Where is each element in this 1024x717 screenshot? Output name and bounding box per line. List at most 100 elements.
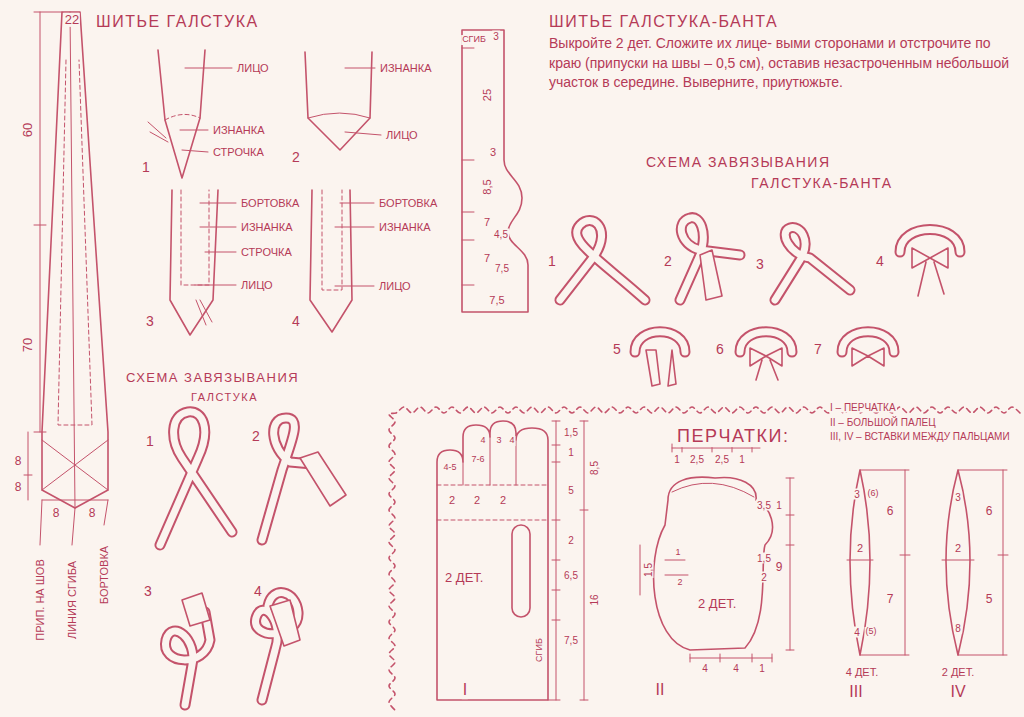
label-text: ЛИЦО [236, 62, 270, 74]
glove-piece [786, 478, 794, 650]
glove-piece [665, 560, 688, 575]
tie-pattern [34, 12, 62, 13]
sewing-figure [322, 190, 342, 290]
label-text: 1 [567, 447, 575, 458]
ribbon-drawing [740, 332, 792, 352]
section-heading: ПЕРЧАТКИ: [676, 427, 790, 447]
ribbon-drawing [262, 418, 312, 540]
label-text: 4 [508, 436, 515, 446]
label-text: 7,5 [494, 263, 510, 274]
tie-pattern [42, 440, 108, 490]
label-text: СТРОЧКА [240, 246, 293, 258]
label-text: 3 [495, 436, 502, 446]
section-heading: СХЕМА ЗАВЯЗЫВАНИЯ [125, 371, 300, 385]
ribbon-drawing [560, 220, 645, 300]
label-text: 60 [21, 122, 35, 138]
label-text: 2 [291, 150, 301, 165]
section-heading: ШИТЬЕ ГАЛСТУКА [95, 13, 260, 31]
section-border [389, 407, 1020, 710]
leader-line [195, 203, 236, 285]
label-text: 2 [663, 254, 673, 269]
label-text: ПРИП. НА ШОВ [34, 558, 46, 641]
ribbon-drawing [270, 600, 300, 646]
label-text: 1 [673, 454, 681, 465]
glove-piece [946, 470, 970, 655]
sewing-figure [158, 50, 205, 178]
label-text: 70 [21, 337, 35, 353]
leader-line [345, 68, 381, 135]
ribbon-drawing [680, 218, 740, 300]
ribbon-drawing [842, 332, 894, 352]
sewing-figure [165, 114, 200, 120]
leader-line [335, 203, 374, 286]
label-text: 1 [547, 254, 557, 269]
ribbon-drawing [775, 228, 850, 300]
label-text: 2 ДЕТ. [444, 571, 484, 585]
ribbon-drawing [635, 332, 685, 352]
glove-piece [672, 448, 760, 449]
glove-piece [860, 470, 910, 655]
label-text: 8,5 [589, 460, 600, 476]
glove-piece [690, 654, 772, 662]
label-text: 2 [676, 578, 683, 588]
label-text: 1,5 [643, 562, 654, 578]
label-text: I – ПЕРЧАТКА [829, 402, 897, 413]
ribbon-drawing [262, 418, 312, 540]
label-text: 6 [715, 342, 725, 357]
label-text: 2 [499, 494, 507, 506]
label-text: СТРОЧКА [212, 146, 265, 158]
sewing-figure [170, 190, 218, 335]
label-text: 2 [760, 572, 768, 583]
label-text: 25 [481, 88, 493, 102]
label-text: ЛИЦО [240, 279, 274, 291]
label-text: 1 [758, 663, 766, 674]
ribbon-drawing [900, 230, 960, 253]
label-text: 9 [775, 561, 784, 574]
label-text: 3 [145, 314, 155, 329]
section-heading: СХЕМА ЗАВЯЗЫВАНИЯ [645, 155, 832, 170]
label-text: III [848, 683, 863, 701]
label-text: 7-6 [470, 455, 485, 465]
label-text: 4 [291, 314, 301, 329]
sewing-figure [305, 52, 372, 150]
label-text: СГИБ [535, 637, 545, 663]
label-text: 2 ДЕТ. [697, 597, 737, 611]
label-text: 3 [143, 584, 153, 599]
sewing-figure [148, 50, 372, 335]
ribbon-drawing [750, 348, 782, 380]
label-text: 1,5 [563, 427, 579, 438]
glove-piece [958, 470, 1008, 655]
label-text: 1 [141, 160, 151, 175]
label-text: 2 [567, 535, 575, 546]
glove-piece [584, 421, 585, 700]
ribbon-drawing [912, 248, 948, 296]
leader-line [180, 68, 381, 286]
tie-pattern [42, 12, 108, 508]
label-text: 2 [954, 542, 962, 554]
label-text: 7,5 [488, 294, 505, 306]
tie-pattern [104, 500, 108, 525]
label-text: 7 [483, 216, 491, 228]
tie-pattern [34, 432, 46, 433]
ribbon-drawing [700, 250, 722, 300]
ribbon-drawing [160, 412, 232, 545]
glove-piece [580, 421, 588, 700]
label-text: 16 [589, 593, 600, 606]
instruction-text: III, IV – ВСТАВКИ МЕЖДУ ПАЛЬЦАМИ [829, 430, 1021, 444]
label-text: 8 [88, 507, 97, 520]
bow-tie-pattern [462, 30, 528, 312]
label-text: 8 [954, 623, 962, 634]
sewing-figure [181, 190, 209, 285]
glove-piece [640, 545, 641, 595]
glove-piece [463, 437, 516, 485]
sewing-figure [308, 113, 370, 118]
label-text: 7 [886, 593, 895, 606]
label-text: БОРТОВКА [240, 197, 300, 209]
sewing-figure [310, 190, 352, 332]
label-text: 2 [251, 429, 261, 444]
label-text: 4,5 [493, 229, 509, 240]
glove-piece [1003, 470, 1004, 655]
label-text: ИЗНАНКА [212, 124, 266, 136]
